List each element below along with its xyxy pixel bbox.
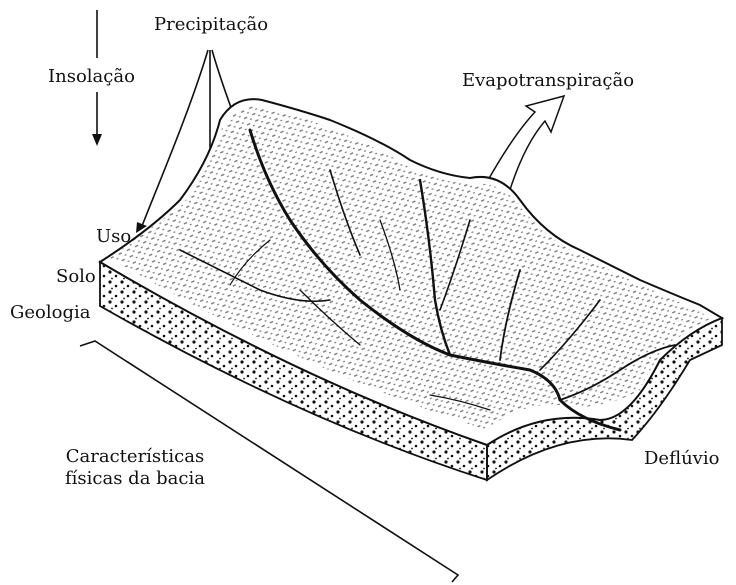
label-geologia: Geologia [10, 302, 90, 324]
label-defluvio: Deflúvio [644, 448, 719, 470]
terrain-surface [100, 99, 722, 445]
label-caracteristicas-line2: físicas da bacia [50, 468, 220, 490]
label-caracteristicas: Características físicas da bacia [50, 446, 220, 490]
label-evapotranspiracao: Evapotranspiração [462, 70, 634, 92]
label-caracteristicas-line1: Características [50, 446, 220, 468]
label-precipitacao: Precipitação [154, 14, 268, 36]
label-uso: Uso [96, 226, 131, 248]
label-insolacao: Insolação [48, 66, 135, 88]
label-solo: Solo [56, 266, 96, 288]
